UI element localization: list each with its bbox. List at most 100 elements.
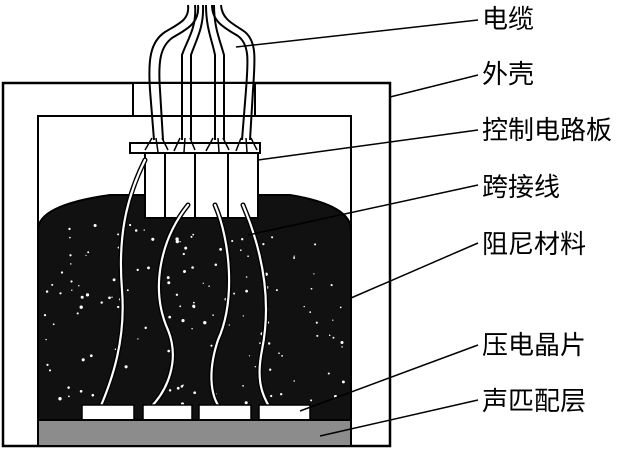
speckle [89, 354, 93, 358]
speckle [190, 235, 193, 238]
control-board [129, 142, 261, 219]
speckle [126, 289, 129, 292]
label-piezo-wafer: 压电晶片 [482, 331, 586, 361]
speckle [69, 254, 72, 257]
speckle [112, 278, 116, 282]
speckle [45, 290, 49, 293]
speckle [46, 363, 49, 366]
speckle [114, 348, 117, 351]
speckle [254, 366, 256, 368]
speckle [168, 389, 172, 392]
speckle [182, 384, 184, 386]
speckle [191, 266, 194, 269]
speckle [315, 321, 318, 324]
speckle [184, 246, 188, 250]
speckle [340, 340, 344, 345]
speckle [275, 289, 278, 292]
speckle [208, 285, 210, 287]
speckle [78, 284, 80, 287]
speckle [193, 301, 195, 304]
speckle [137, 338, 139, 340]
matching-layer [37, 419, 352, 447]
speckle [269, 368, 272, 371]
speckle [147, 266, 150, 270]
speckle [179, 305, 182, 308]
label-matching-layer: 声匹配层 [482, 387, 586, 417]
speckle [93, 223, 97, 228]
speckle [219, 248, 222, 251]
speckle [293, 257, 296, 259]
speckle [293, 380, 295, 382]
label-damping-material: 阻尼材料 [482, 230, 586, 260]
speckle [175, 237, 179, 241]
label-cable: 电缆 [482, 5, 534, 35]
speckle [242, 315, 244, 317]
speckle [176, 386, 180, 390]
speckle [87, 251, 90, 254]
speckle [168, 315, 172, 319]
wire-frays [144, 137, 258, 153]
speckle [48, 369, 52, 372]
speckle [85, 293, 90, 297]
speckle [108, 296, 111, 300]
speckle [43, 314, 47, 317]
speckle [167, 349, 171, 353]
speckle [210, 344, 213, 347]
speckle [245, 289, 249, 293]
speckle [67, 386, 70, 389]
label-shell: 外壳 [482, 60, 534, 90]
speckle [143, 229, 145, 231]
speckle [52, 323, 55, 326]
speckle [341, 346, 343, 348]
speckle [267, 342, 271, 345]
speckle [248, 355, 251, 357]
speckle [117, 233, 120, 236]
speckle [281, 355, 283, 357]
speckle [180, 385, 184, 388]
speckle [270, 394, 273, 398]
speckle [231, 239, 234, 243]
speckle [278, 352, 280, 355]
leader-lines [235, 19, 479, 437]
speckle [316, 334, 319, 337]
speckle [193, 391, 197, 395]
speckle [303, 305, 305, 308]
speckle [259, 342, 261, 345]
speckle [181, 319, 185, 323]
speckle [175, 239, 179, 244]
speckle [124, 365, 128, 369]
speckle [70, 263, 72, 265]
speckle [79, 389, 83, 393]
speckle [100, 301, 103, 304]
speckle [68, 395, 70, 398]
speckle [136, 268, 139, 272]
speckle [117, 305, 120, 309]
cable-wires [148, 4, 256, 141]
speckle [202, 282, 204, 284]
speckle [45, 338, 47, 341]
speckle [271, 236, 274, 239]
speckle [332, 319, 334, 321]
speckle [91, 393, 95, 397]
speckle [341, 380, 345, 384]
speckle [191, 327, 193, 330]
speckle [85, 254, 87, 256]
speckle [51, 283, 54, 286]
speckle [134, 229, 138, 232]
speckle [328, 334, 331, 336]
speckle [192, 305, 196, 309]
speckle [310, 399, 313, 402]
speckle [293, 255, 295, 257]
speckle [330, 284, 333, 287]
speckle [60, 271, 64, 274]
speckle [244, 401, 248, 405]
speckle [58, 397, 62, 401]
speckle [76, 312, 79, 315]
speckle [79, 305, 83, 309]
speckle [310, 287, 313, 290]
speckle [166, 276, 170, 280]
speckle [314, 243, 317, 246]
speckle [214, 263, 218, 267]
speckle [192, 233, 195, 236]
speckle [111, 296, 113, 298]
